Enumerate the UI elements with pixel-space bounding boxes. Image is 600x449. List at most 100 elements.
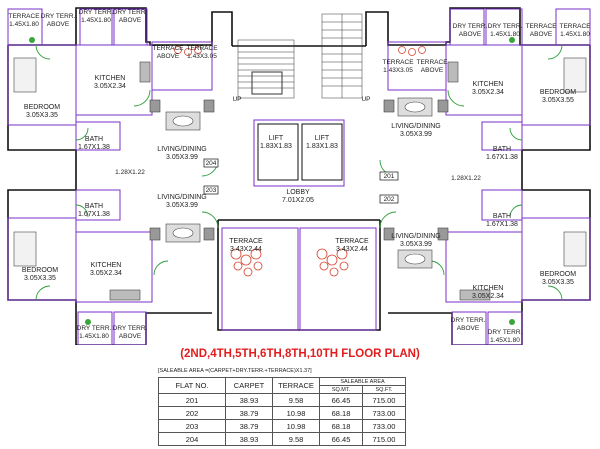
col-header-saleable: SALEABLE AREA	[319, 377, 406, 386]
kitchen-label: KITCHEN	[473, 285, 504, 292]
lift-label: LIFT	[269, 135, 284, 142]
terrace-sub: ABOVE	[421, 67, 444, 74]
col-header-terrace: TERRACE	[272, 377, 320, 394]
terrace-label: TERRACE	[8, 13, 40, 20]
kitchen-dim: 3.05X2.34	[94, 83, 126, 90]
bath-label: BATH	[493, 213, 511, 220]
cell-terrace: 10.98	[272, 406, 320, 420]
living-dining-label: LIVING/DINING	[157, 146, 206, 153]
lobby-label: LOBBY	[286, 189, 310, 196]
cell-carpet: 38.93	[225, 393, 273, 407]
living-dining-dim: 3.05X3.99	[400, 131, 432, 138]
bath-dim: 1.67X1.38	[78, 144, 110, 151]
cell-flat: 201	[158, 393, 226, 407]
living-dining-dim: 3.05X3.99	[166, 154, 198, 161]
flat-number: 203	[206, 187, 217, 194]
cell-terrace: 9.58	[272, 432, 320, 446]
terrace-sub: ABOVE	[157, 53, 180, 60]
cell-sqft: 733.00	[362, 406, 406, 420]
table-header-row: FLAT NO. CARPET TERRACE SALEABLE AREA	[158, 377, 406, 394]
cell-sqmt: 66.45	[319, 393, 363, 407]
col-header-flat: FLAT NO.	[158, 377, 226, 394]
kitchen-label: KITCHEN	[95, 75, 126, 82]
bath-label: BATH	[493, 146, 511, 153]
floor-plan: TERRACE 1.45X1.80 DRY TERR. ABOVE DRY TE…	[7, 7, 591, 345]
cell-carpet: 38.93	[225, 432, 273, 446]
bath-dim: 1.67X1.38	[486, 154, 518, 161]
col-subheader-sqmt: SQ.MT.	[319, 385, 363, 394]
terrace-dim: 3.43X2.44	[230, 246, 262, 253]
wc-dim: 1.28X1.22	[451, 175, 481, 182]
dry-terrace-dim: 1.45X1.80	[490, 337, 520, 344]
living-dining-dim: 3.05X3.99	[166, 202, 198, 209]
saleable-area-formula: [SALEABLE AREA =(CARPET+DRY.TERR.+TERRAC…	[158, 368, 312, 374]
stair-up-label: UP	[232, 96, 241, 103]
cell-sqmt: 68.18	[319, 419, 363, 433]
flat-number: 204	[206, 160, 217, 167]
col-header-carpet: CARPET	[225, 377, 273, 394]
bath-label: BATH	[85, 203, 103, 210]
terrace-label: TERRACE	[525, 23, 557, 30]
dry-terrace-label: DRY TERR.	[113, 325, 148, 332]
cell-sqft: 715.00	[362, 393, 406, 407]
terrace-sub: ABOVE	[530, 31, 553, 38]
terrace-dim: 1.45X1.80	[560, 31, 590, 38]
cell-flat: 202	[158, 406, 226, 420]
cell-sqmt: 68.18	[319, 406, 363, 420]
dry-terrace-label: DRY TERR.	[77, 325, 112, 332]
terrace-dim: 1.43X3.05	[383, 67, 413, 74]
cell-sqmt: 66.45	[319, 432, 363, 446]
living-dining-dim: 3.05X3.99	[400, 241, 432, 248]
terrace-label: TERRACE	[335, 238, 369, 245]
dry-terrace-dim: 1.45X1.80	[81, 17, 111, 24]
dry-terrace-dim: 1.45X1.80	[490, 31, 520, 38]
terrace-label: TERRACE	[186, 45, 218, 52]
terrace-dim: 1.45X1.80	[9, 21, 39, 28]
table-row: 202 38.79 10.98 68.18 733.00	[158, 406, 406, 420]
dry-terrace-sub: ABOVE	[459, 31, 482, 38]
kitchen-label: KITCHEN	[91, 262, 122, 269]
dry-terrace-label: DRY TERR.	[488, 329, 523, 336]
bedroom-dim: 3.05X3.35	[542, 279, 574, 286]
col-subheader-sqft: SQ.FT.	[362, 385, 406, 394]
cell-terrace: 9.58	[272, 393, 320, 407]
dry-terrace-label: DRY TERR.	[451, 317, 486, 324]
terrace-label: TERRACE	[382, 59, 414, 66]
bath-label: BATH	[85, 136, 103, 143]
terrace-dim: 3.43X2.44	[336, 246, 368, 253]
dry-terrace-label: DRY TERR.	[41, 13, 76, 20]
dry-terrace-label: DRY TERR.	[113, 9, 148, 16]
lobby-dim: 7.01X2.05	[282, 197, 314, 204]
bedroom-label: BEDROOM	[540, 271, 576, 278]
dry-terrace-label: DRY TERR.	[79, 9, 114, 16]
flat-number: 201	[384, 173, 395, 180]
kitchen-dim: 3.05X2.34	[90, 270, 122, 277]
partitions	[7, 8, 591, 345]
cell-flat: 203	[158, 419, 226, 433]
floor-plan-title: (2ND,4TH,5TH,6TH,8TH,10TH FLOOR PLAN)	[180, 348, 420, 360]
staircase-left	[237, 39, 295, 99]
lift-shafts	[257, 123, 343, 181]
terrace-label: TERRACE	[152, 45, 184, 52]
stair-up-label: UP	[361, 96, 370, 103]
table-row: 203 38.79 10.98 68.18 733.00	[158, 419, 406, 433]
bedroom-label: BEDROOM	[22, 267, 58, 274]
cell-carpet: 38.79	[225, 419, 273, 433]
kitchen-label: KITCHEN	[473, 81, 504, 88]
bedroom-label: BEDROOM	[540, 89, 576, 96]
lift-label: LIFT	[315, 135, 330, 142]
living-dining-label: LIVING/DINING	[157, 194, 206, 201]
table-row: 201 38.93 9.58 66.45 715.00	[158, 393, 406, 407]
dry-terrace-label: DRY TERR.	[453, 23, 488, 30]
bedroom-dim: 3.05X3.35	[26, 112, 58, 119]
terrace-label: TERRACE	[229, 238, 263, 245]
kitchen-dim: 3.05X2.34	[472, 293, 504, 300]
bath-dim: 1.67X1.38	[78, 211, 110, 218]
kitchen-dim: 3.05X2.34	[472, 89, 504, 96]
dry-terrace-sub: ABOVE	[119, 17, 142, 24]
terrace-chairs	[174, 46, 426, 277]
lift-dim: 1.83X1.83	[306, 143, 338, 150]
cell-terrace: 10.98	[272, 419, 320, 433]
flat-markers	[203, 158, 399, 204]
living-dining-label: LIVING/DINING	[391, 123, 440, 130]
